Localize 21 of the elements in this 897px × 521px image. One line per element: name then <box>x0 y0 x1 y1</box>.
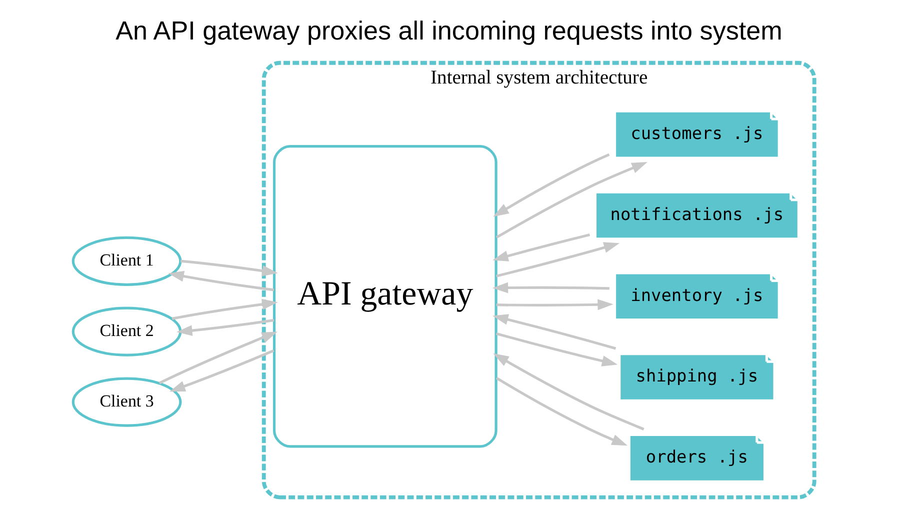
arrow <box>176 318 274 336</box>
arrow <box>158 332 278 384</box>
arrow <box>180 260 278 276</box>
arrow <box>496 299 613 310</box>
node-ellipse: Client 2 <box>71 306 182 356</box>
arrow <box>492 353 644 430</box>
arrow <box>492 282 609 294</box>
arrow <box>492 234 590 262</box>
arrow <box>492 153 610 217</box>
arrow <box>495 332 618 366</box>
diagram-title: An API gateway proxies all incoming requests into system <box>115 15 782 46</box>
arrow <box>496 242 620 278</box>
arrow <box>169 349 274 392</box>
node-box: API gateway <box>272 145 497 448</box>
node-ellipse: Client 1 <box>71 236 182 286</box>
arrow <box>495 376 628 446</box>
arrow <box>168 270 274 292</box>
arrow <box>492 314 616 350</box>
arrow <box>495 162 647 239</box>
arrow <box>171 298 278 320</box>
node-ellipse: Client 3 <box>71 377 182 427</box>
